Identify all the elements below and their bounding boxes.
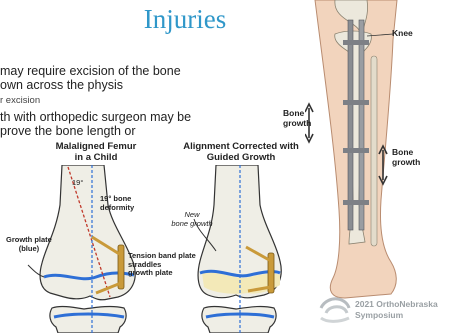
bone-growth-right-line2: growth <box>392 157 420 167</box>
orthonebraska-logo-icon <box>318 296 352 326</box>
bone-growth-right-label: Bone growth <box>392 147 420 167</box>
deformity-label: 19° bone deformity <box>100 195 134 212</box>
bullet-line-4: th with orthopedic surgeon may be <box>0 110 191 124</box>
bone-growth-left-line1: Bone <box>283 108 311 118</box>
figure-right-title-line2: Guided Growth <box>174 152 308 163</box>
new-bone-label: New bone growth <box>170 211 214 228</box>
figure-left-title-line2: in a Child <box>36 152 156 163</box>
knee-label: Knee <box>392 28 413 38</box>
bullet-line-2: own across the physis <box>0 78 123 92</box>
bullet-line-3: r excision <box>0 95 40 106</box>
figure-right-title: Alignment Corrected with Guided Growth <box>174 141 308 163</box>
figure-right-title-line1: Alignment Corrected with <box>174 141 308 152</box>
growth-plate-label: Growth plate (blue) <box>6 236 52 253</box>
bullet-line-1: may require excision of the bone <box>0 64 181 78</box>
slide-title: Injuries <box>70 4 300 35</box>
bone-growth-left-label: Bone growth <box>283 108 311 128</box>
figure-left-title-line1: Malaligned Femur <box>36 141 156 152</box>
new-bone-label-line2: bone growth <box>170 220 214 229</box>
symposium-line1: 2021 OrthoNebraska <box>355 299 438 310</box>
symposium-line2: Symposium <box>355 310 438 321</box>
symposium-label: 2021 OrthoNebraska Symposium <box>355 299 438 321</box>
leg-lengthening-illustration <box>305 0 453 300</box>
bone-growth-left-line2: growth <box>283 118 311 128</box>
deformity-label-line2: deformity <box>100 204 134 213</box>
growth-plate-label-line2: (blue) <box>6 245 52 254</box>
bone-growth-right-line1: Bone <box>392 147 420 157</box>
corrected-femur-illustration <box>168 165 308 333</box>
angle-label: 19° <box>72 179 83 188</box>
figure-left-title: Malaligned Femur in a Child <box>36 141 156 163</box>
bullet-line-5: prove the bone length or <box>0 124 136 138</box>
